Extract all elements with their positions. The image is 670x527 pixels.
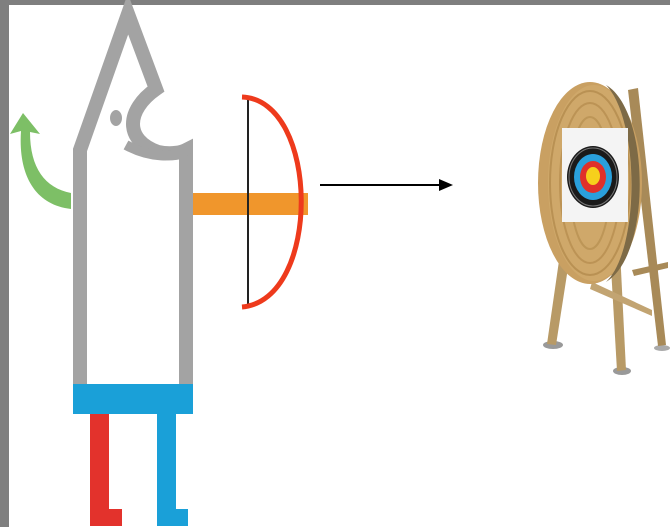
bow-limb (241, 94, 304, 310)
archer-body-outline (73, 0, 193, 384)
stand-rear-brace (632, 262, 668, 276)
archer-right-leg (157, 414, 188, 526)
arrow-right-icon (320, 179, 453, 191)
target-ring-gold (586, 167, 600, 185)
frame-top-border (0, 0, 670, 5)
stand-cross-brace (590, 282, 652, 316)
archer-shorts (73, 384, 193, 414)
stick-figure-archer-icon (73, 0, 193, 526)
raised-hand-icon (10, 113, 71, 209)
archer-mouth-line (123, 140, 191, 161)
archery-target-icon (538, 82, 670, 375)
archer-eye (110, 110, 122, 126)
bow-icon (241, 94, 304, 310)
archer-left-leg (90, 414, 122, 526)
frame-left-border (0, 0, 9, 527)
stand-front-leg-right (610, 250, 626, 371)
